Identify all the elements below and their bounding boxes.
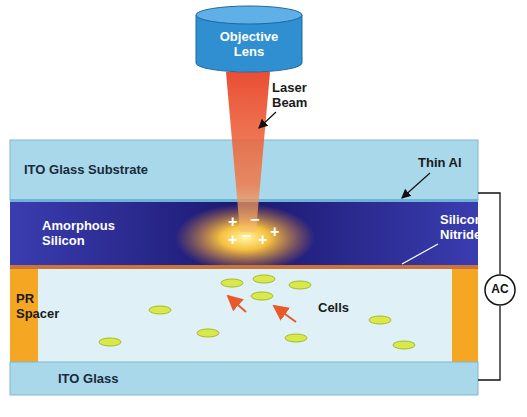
layer-label: Silicon Nitride bbox=[440, 212, 506, 242]
ac-source: AC bbox=[484, 274, 516, 306]
spacer: PR Spacer bbox=[10, 269, 90, 362]
charge-sign: − bbox=[250, 212, 259, 228]
glass-bottom: ITO Glass bbox=[10, 362, 478, 395]
node-text: Objective Lens bbox=[195, 5, 293, 59]
node-text: AC bbox=[484, 274, 516, 297]
wire bbox=[478, 306, 500, 380]
charge-sign: + bbox=[258, 232, 267, 248]
layer-label: Thin Al bbox=[418, 155, 462, 170]
glass-substrate: ITO Glass Substrate bbox=[10, 140, 478, 199]
wire bbox=[478, 193, 500, 274]
objective-lens: Objective Lens bbox=[195, 5, 303, 73]
node-text: PR Spacer bbox=[10, 269, 76, 321]
node-text: ITO Glass bbox=[10, 362, 478, 386]
cells-label: Cells bbox=[318, 300, 349, 315]
beam-label: Laser Beam bbox=[272, 80, 312, 110]
node-text: ITO Glass Substrate bbox=[10, 140, 478, 177]
charge-sign: + bbox=[228, 214, 237, 230]
charge-sign: + bbox=[270, 224, 279, 240]
charge-sign: − bbox=[242, 228, 251, 244]
node-text: Amorphous Silicon bbox=[10, 202, 122, 248]
charge-sign: + bbox=[228, 232, 237, 248]
